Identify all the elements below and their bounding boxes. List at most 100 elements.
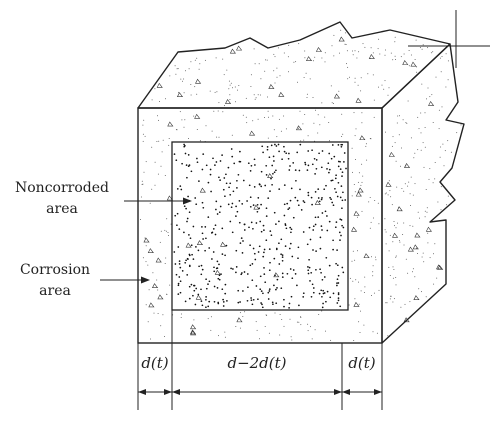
speckle-dot (326, 229, 329, 232)
speckle-dot (422, 252, 424, 254)
speckle-dot (283, 298, 285, 301)
speckle-dot (406, 122, 408, 124)
speckle-dot (185, 70, 186, 72)
speckle-dot (306, 243, 309, 246)
speckle-dot (277, 47, 279, 49)
speckle-dot (193, 115, 195, 117)
speckle-dot (389, 190, 391, 192)
speckle-dot (357, 84, 359, 86)
speckle-dot (328, 152, 331, 155)
speckle-dot (198, 180, 200, 182)
speckle-dot (260, 170, 263, 173)
speckle-dot (385, 243, 387, 245)
speckle-dot (311, 283, 314, 286)
speckle-dot (436, 277, 438, 279)
speckle-dot (263, 267, 265, 269)
speckle-dot (276, 287, 278, 289)
speckle-dot (377, 202, 379, 204)
speckle-dot (392, 136, 394, 138)
speckle-dot (239, 327, 241, 329)
speckle-dot (237, 89, 238, 91)
speckle-dot (160, 230, 162, 232)
speckle-dot (196, 161, 199, 164)
speckle-dot (372, 331, 374, 333)
speckle-dot (188, 254, 191, 257)
speckle-dot (358, 303, 360, 305)
speckle-dot (196, 93, 198, 95)
speckle-dot (200, 288, 202, 291)
aggregate-mark (436, 264, 443, 270)
speckle-dot (377, 48, 379, 50)
speckle-dot (218, 176, 220, 179)
speckle-dot (283, 150, 286, 153)
speckle-dot (444, 150, 446, 152)
aggregate-mark (156, 82, 163, 88)
dimension-line (138, 389, 382, 395)
aggregate-mark (338, 36, 345, 42)
speckle-dot (331, 179, 334, 182)
speckle-dot (266, 146, 269, 148)
speckle-dot (410, 54, 412, 56)
speckle-dot (372, 74, 374, 76)
speckle-dot (184, 261, 187, 264)
speckle-dot (329, 296, 332, 299)
cube-front-face (137, 107, 383, 344)
speckle-dot (144, 237, 146, 239)
speckle-dot (409, 225, 411, 227)
speckle-dot (176, 212, 179, 215)
speckle-dot (314, 191, 317, 193)
speckle-dot (289, 199, 292, 202)
speckle-dot (148, 289, 150, 291)
speckle-dot (178, 228, 181, 230)
speckle-dot (164, 263, 166, 264)
aggregate-mark (229, 48, 236, 54)
speckle-dot (285, 128, 287, 130)
speckle-dot (145, 304, 147, 306)
speckle-dot (284, 245, 287, 247)
aggregate-mark (199, 187, 206, 193)
speckle-dot (399, 241, 401, 243)
speckle-dot (325, 184, 327, 187)
speckle-dot (298, 304, 300, 307)
speckle-dot (319, 268, 321, 271)
speckle-dot (280, 253, 282, 256)
speckle-dot (363, 292, 365, 293)
speckle-dot (342, 133, 344, 135)
speckle-dot (287, 157, 290, 160)
speckle-dot (228, 80, 230, 82)
speckle-dot (307, 269, 310, 272)
speckle-dot (195, 246, 197, 248)
speckle-dot (201, 168, 204, 171)
speckle-dot (385, 302, 387, 304)
corrosion-leader-arrow (100, 276, 150, 284)
speckle-dot (265, 59, 267, 61)
speckle-dot (348, 304, 350, 306)
speckle-dot (255, 222, 258, 224)
speckle-dot (276, 67, 278, 69)
speckle-dot (308, 226, 311, 229)
speckle-dot (385, 131, 386, 133)
speckle-dot (408, 65, 410, 67)
speckle-dot (358, 281, 359, 283)
speckle-dot (278, 263, 281, 265)
speckle-dot (141, 184, 143, 185)
speckle-dot (395, 227, 397, 229)
speckle-dot (426, 207, 428, 209)
speckle-dot (354, 77, 356, 79)
speckle-dot (262, 224, 265, 227)
speckle-dot (236, 210, 239, 213)
speckle-dot (212, 251, 215, 253)
speckle-dot (142, 257, 144, 259)
speckle-dot (283, 203, 286, 206)
speckle-dot (450, 151, 452, 153)
speckle-dot (386, 302, 388, 304)
speckle-dot (428, 178, 430, 180)
speckle-dot (283, 305, 285, 308)
speckle-dot (307, 150, 310, 152)
speckle-dot (358, 51, 360, 53)
speckle-dot (331, 144, 334, 146)
speckle-dot (336, 284, 338, 287)
speckle-dot (288, 71, 289, 73)
speckle-dot (184, 300, 187, 303)
speckle-dot (392, 277, 394, 279)
